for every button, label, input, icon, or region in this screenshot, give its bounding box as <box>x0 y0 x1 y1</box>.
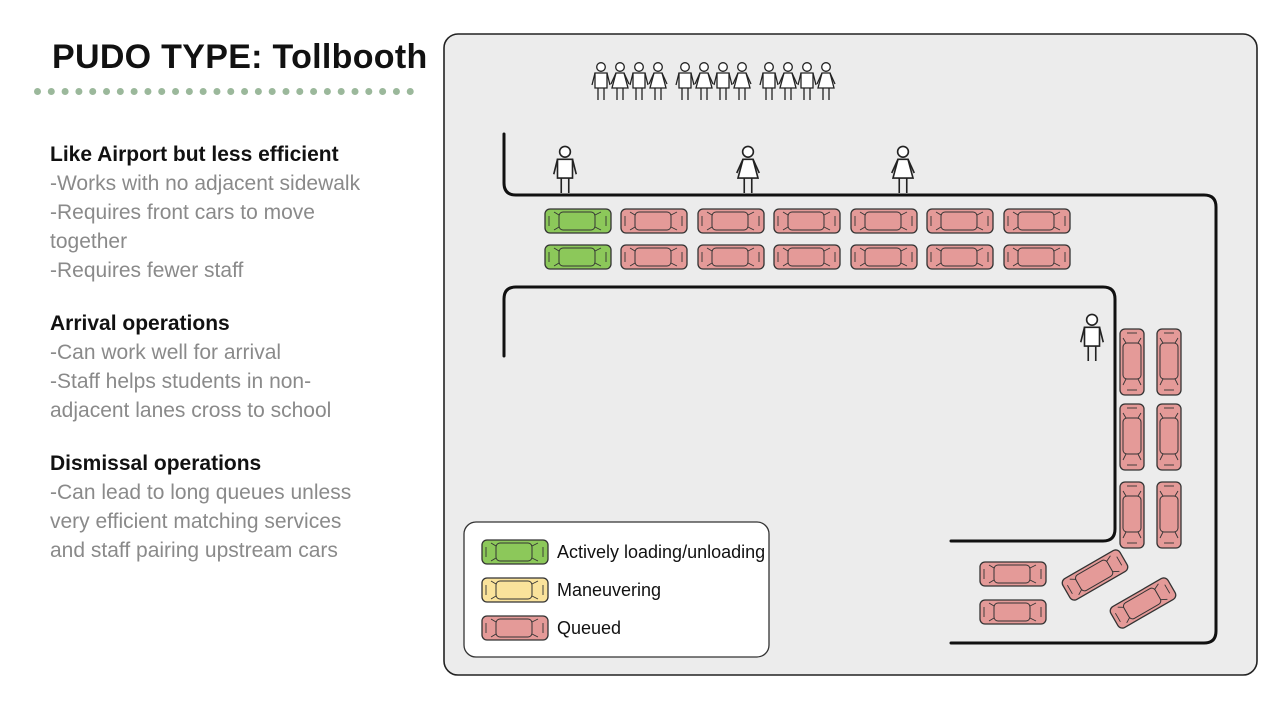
section-line: and staff pairing upstream cars <box>50 539 338 562</box>
section-line: -Requires fewer staff <box>50 259 244 282</box>
section-line: very efficient matching services <box>50 510 342 533</box>
car-icon <box>979 561 1047 587</box>
title-divider <box>34 88 414 95</box>
diagram-canvas: Actively loading/unloading Maneuvering Q… <box>443 33 1258 676</box>
legend-label-active: Actively loading/unloading <box>557 542 765 562</box>
car-icon <box>1119 328 1145 396</box>
legend-label-maneuvering: Maneuvering <box>557 580 661 600</box>
car-icon <box>1003 208 1071 234</box>
car-icon <box>1156 403 1182 471</box>
car-icon <box>926 244 994 270</box>
section-line: -Staff helps students in non- <box>50 370 312 393</box>
pickup-dropoff-diagram: Actively loading/unloading Maneuvering Q… <box>443 33 1258 676</box>
car-icon <box>481 615 549 641</box>
car-icon <box>544 208 612 234</box>
car-icon <box>697 244 765 270</box>
section-line: -Can work well for arrival <box>50 341 282 364</box>
car-icon <box>773 208 841 234</box>
section-line: -Requires front cars to move <box>50 201 315 224</box>
section-overview: Like Airport but less efficient -Works w… <box>50 140 430 285</box>
car-icon <box>926 208 994 234</box>
car-icon <box>850 244 918 270</box>
car-icon <box>773 244 841 270</box>
section-dismissal: Dismissal operations -Can lead to long q… <box>50 449 430 565</box>
section-line: -Can lead to long queues unless <box>50 481 352 504</box>
section-line: adjacent lanes cross to school <box>50 399 332 422</box>
section-heading: Arrival operations <box>50 312 230 335</box>
car-icon <box>850 208 918 234</box>
notes-panel: Like Airport but less efficient -Works w… <box>50 140 430 589</box>
car-icon <box>620 244 688 270</box>
legend-label-queued: Queued <box>557 618 621 638</box>
car-icon <box>1119 403 1145 471</box>
curb-inner <box>502 285 1117 543</box>
section-arrival: Arrival operations -Can work well for ar… <box>50 309 430 425</box>
section-heading: Dismissal operations <box>50 452 262 475</box>
car-icon <box>481 577 549 603</box>
car-icon <box>1156 481 1182 549</box>
car-icon <box>697 208 765 234</box>
section-line: -Works with no adjacent sidewalk <box>50 172 361 195</box>
car-icon <box>544 244 612 270</box>
section-line: together <box>50 230 128 253</box>
car-icon <box>1003 244 1071 270</box>
curb-top <box>502 132 1218 645</box>
car-icon <box>1119 481 1145 549</box>
curbs <box>502 132 1218 645</box>
car-icon <box>1156 328 1182 396</box>
car-icon <box>979 599 1047 625</box>
page-title: PUDO TYPE: Tollbooth <box>52 38 428 76</box>
section-heading: Like Airport but less efficient <box>50 143 339 166</box>
car-icon <box>481 539 549 565</box>
legend: Actively loading/unloading Maneuvering Q… <box>463 521 770 658</box>
car-icon <box>620 208 688 234</box>
